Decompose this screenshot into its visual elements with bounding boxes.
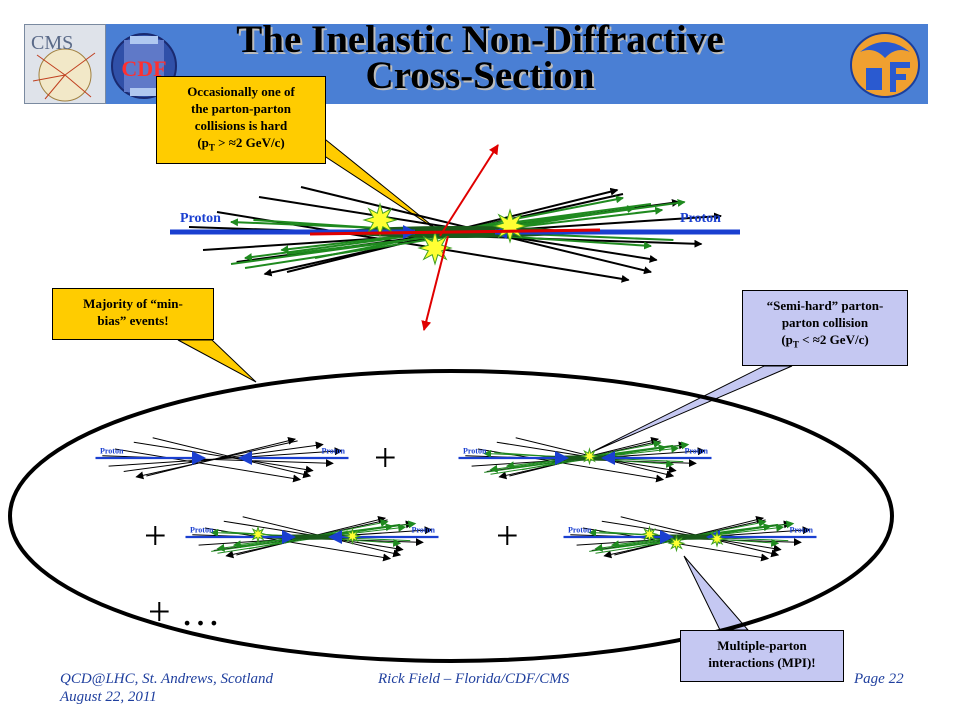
hard-collision: Proton Proton	[170, 144, 740, 331]
black-track	[135, 440, 298, 480]
uf-logo: UF	[846, 28, 924, 102]
collision-burst-icon	[707, 529, 727, 548]
callout-text: Majority of “min-	[83, 296, 183, 311]
proton-label: Proton	[790, 526, 814, 535]
plus-ellipsis: + …	[148, 589, 221, 634]
footer-left: QCD@LHC, St. Andrews, Scotland August 22…	[60, 670, 273, 706]
proton-label: Proton	[100, 447, 124, 456]
collision-burst-icon	[640, 525, 659, 544]
black-track	[108, 447, 343, 467]
collision-burst-icon	[248, 525, 268, 544]
title-line-2: Cross-Section	[365, 54, 595, 97]
plus-sign: +	[374, 435, 397, 480]
proton-label: Proton	[322, 447, 346, 456]
footer-date: August 22, 2011	[60, 689, 157, 705]
title-line-1: The Inelastic Non-Diffractive	[236, 18, 724, 61]
collision-event: Proton Proton	[563, 515, 817, 562]
mpi-callout-pointer	[683, 555, 750, 631]
proton-label: Proton	[180, 211, 221, 226]
mpi-callout: Multiple-parton interactions (MPI)!	[680, 630, 844, 682]
cms-logo: CMS	[24, 24, 106, 104]
footer-page-number: Page 22	[854, 671, 904, 687]
hard-jet-down	[421, 235, 449, 331]
majority-callout: Majority of “min- bias” events!	[52, 288, 214, 340]
callout-text: collisions is hard	[194, 118, 288, 133]
callout-text: Multiple-parton	[717, 638, 807, 653]
callout-text: (pT > ≈2 GeV/c)	[197, 135, 285, 153]
plus-sign: +	[144, 513, 167, 558]
collision-event: Proton Proton	[95, 436, 349, 483]
proton-label: Proton	[568, 526, 592, 535]
majority-callout-pointer	[177, 339, 257, 383]
proton-label: Proton	[190, 526, 214, 535]
footer-author: Rick Field – Florida/CDF/CMS	[378, 671, 570, 687]
semihard-callout: “Semi-hard” parton- parton collision (pT…	[742, 290, 908, 366]
green-track	[595, 523, 772, 554]
green-track	[244, 205, 636, 269]
callout-text: Occasionally one of	[187, 84, 295, 99]
page-title: The Inelastic Non-Diffractive Cross-Sect…	[180, 18, 780, 97]
callout-text: bias” events!	[97, 313, 169, 328]
collision-burst-icon	[667, 534, 686, 553]
green-track	[490, 444, 667, 475]
collision-burst-icon	[362, 202, 398, 238]
proton-label: Proton	[685, 447, 709, 456]
semihard-callout-pointer	[591, 365, 793, 453]
collision-burst-icon	[417, 230, 453, 266]
collision-burst-icon	[580, 447, 599, 466]
callout-text: interactions (MPI)!	[708, 655, 816, 670]
collision-event: Proton Proton	[458, 436, 712, 483]
footer-venue: QCD@LHC, St. Andrews, Scotland	[60, 671, 273, 687]
hard-collision-callout: Occasionally one of the parton-parton co…	[156, 76, 326, 164]
proton-label: Proton	[412, 526, 436, 535]
cms-logo-text: CMS	[31, 32, 73, 54]
green-track	[217, 523, 394, 554]
callout-text: (pT < ≈2 GeV/c)	[781, 332, 869, 350]
callout-text: “Semi-hard” parton-	[766, 298, 884, 313]
collision-event: Proton Proton	[185, 515, 439, 562]
proton-label: Proton	[463, 447, 487, 456]
collision-burst-icon	[492, 208, 528, 244]
black-track	[114, 448, 302, 483]
hard-jet-up	[439, 144, 499, 237]
callout-text: the parton-parton	[190, 101, 292, 116]
plus-sign: +	[496, 513, 519, 558]
hard-scatter-line	[309, 228, 601, 236]
collision-burst-icon	[343, 527, 362, 546]
min-bias-ellipse	[8, 369, 894, 663]
proton-label: Proton	[680, 211, 721, 226]
callout-text: parton collision	[781, 315, 869, 330]
